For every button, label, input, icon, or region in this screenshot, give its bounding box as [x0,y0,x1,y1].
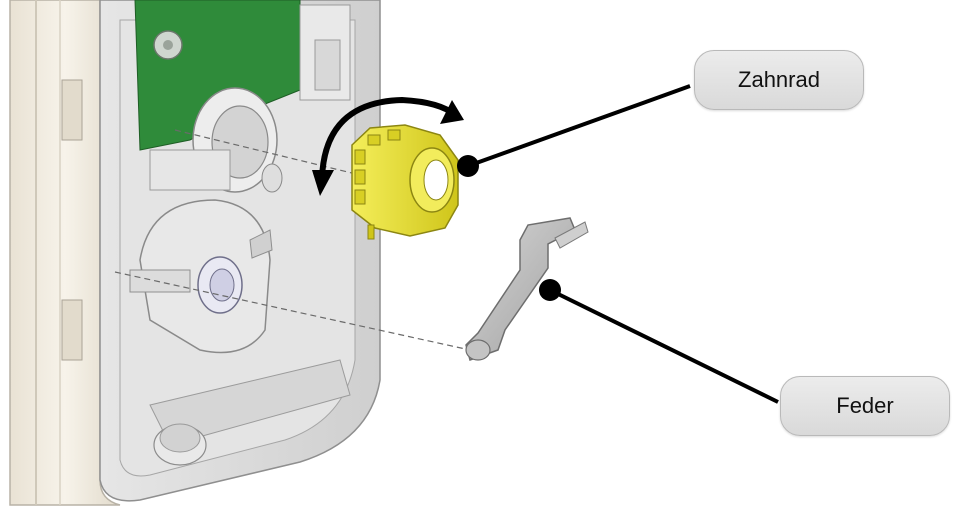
leader-line-spring [549,288,779,404]
assembly-axes [114,129,471,351]
circuit-board [134,0,351,151]
lower-bearing [129,199,273,354]
leader-dot-gear [457,155,479,177]
upper-bearing [149,87,283,193]
gear-part [351,124,459,240]
leader-lines [457,84,779,404]
curved-double-arrow-icon [312,96,464,196]
callout-spring: Feder [780,376,950,436]
leader-dot-spring [539,279,561,301]
callout-gear-label: Zahnrad [738,67,820,92]
housing [9,0,121,506]
leader-line-gear [467,84,691,168]
callout-gear: Zahnrad [694,50,864,110]
spring-part [465,217,589,361]
callout-spring-label: Feder [836,393,894,418]
